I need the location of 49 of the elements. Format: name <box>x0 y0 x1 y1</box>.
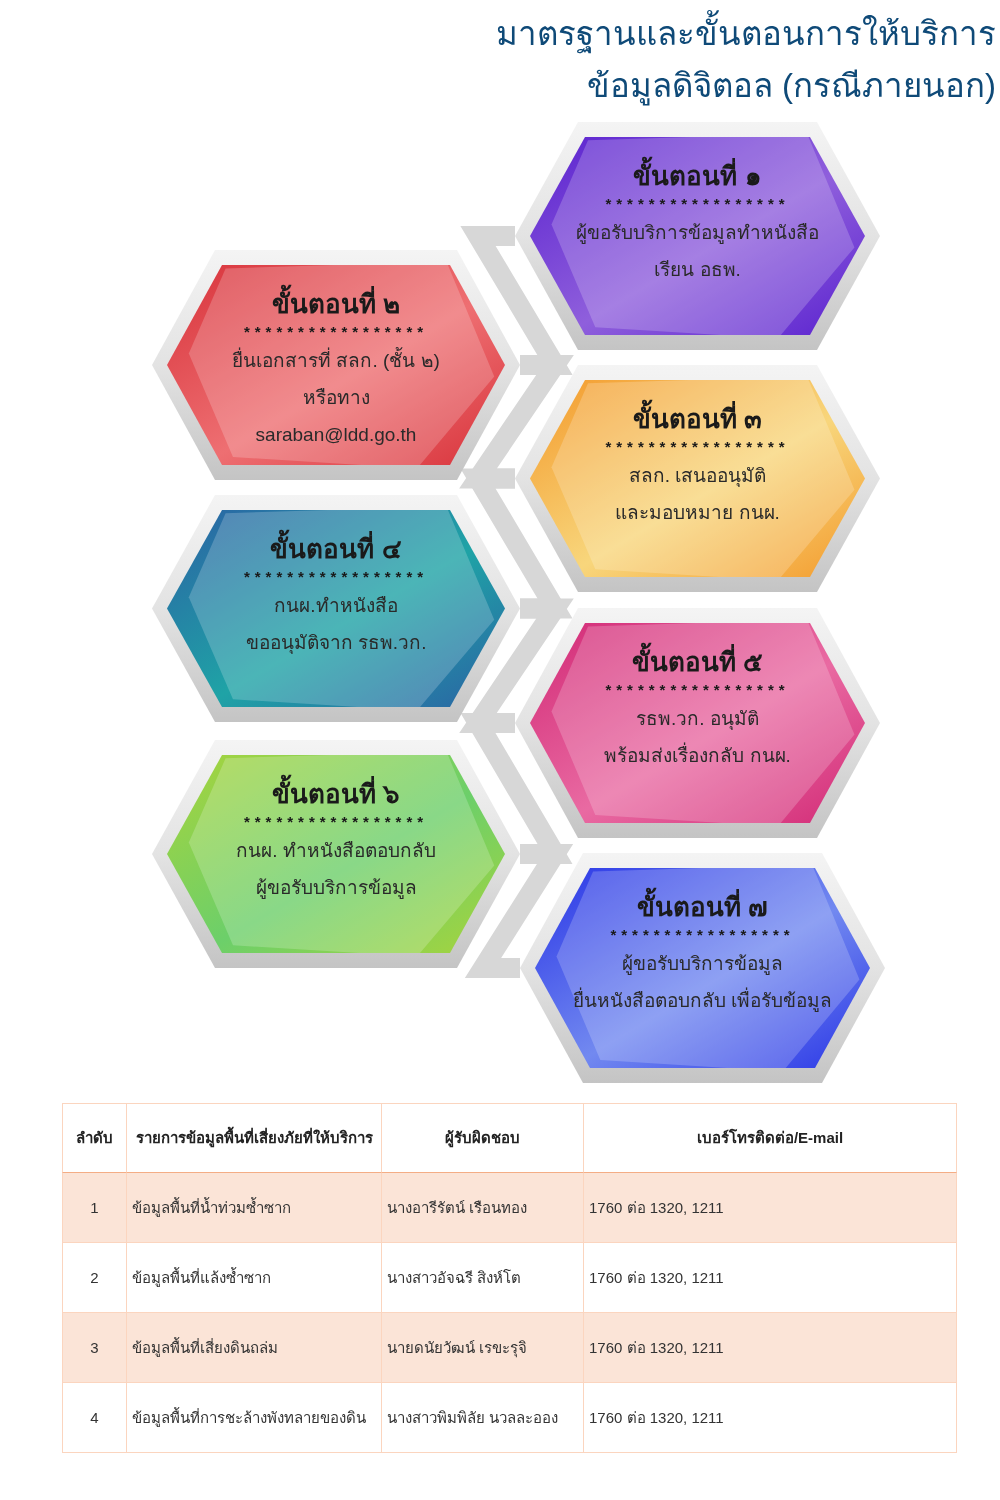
table-cell: นายดนัยวัฒน์ เรขะรุจิ <box>382 1313 584 1383</box>
table-cell: นางสาวพิมพิลัย นวลละออง <box>382 1383 584 1453</box>
step-hexagon <box>515 365 880 592</box>
step-heading: ขั้นตอนที่ ๓ <box>632 401 763 437</box>
asterisk-divider: ***************** <box>605 680 790 700</box>
table-cell: ข้อมูลพื้นที่การชะล้างพังทลายของดิน <box>127 1383 382 1453</box>
step-description: รธพ.วก. อนุมัติ พร้อมส่งเรื่องกลับ กนผ. <box>603 707 792 768</box>
table-cell: ข้อมูลพื้นที่น้ำท่วมซ้ำซาก <box>127 1173 382 1243</box>
step-description: กนผ. ทำหนังสือตอบกลับ ผู้ขอรับบริการข้อมูล <box>235 839 437 901</box>
step-description: ผู้ขอรับบริการข้อมูลทำหนังสือ เรียน อธพ. <box>575 221 820 282</box>
connector-ribbon <box>460 713 573 864</box>
step-description: ยื่นเอกสารที่ สลก. (ชั้น ๒) หรือทาง saraban@ldd.go.th <box>226 342 446 453</box>
connector-ribbon <box>460 468 573 619</box>
step-description: กนผ.ทำหนังสือ ขออนุมัติจาก รธพ.วก. <box>244 594 428 656</box>
asterisk-divider: ***************** <box>605 194 790 214</box>
table-cell: 3 <box>62 1313 127 1383</box>
step-heading: ขั้นตอนที่ ๑ <box>633 158 762 194</box>
step-hexagon <box>520 853 885 1083</box>
step-heading: ขั้นตอนที่ ๒ <box>271 286 401 322</box>
asterisk-divider: ***************** <box>243 812 429 832</box>
step-heading: ขั้นตอนที่ ๗ <box>636 889 769 925</box>
asterisk-divider: ***************** <box>243 567 429 587</box>
diagram-title: มาตรฐานและขั้นตอนการให้บริการ ข้อมูลดิจิตอล (กรณีภายนอก) <box>436 8 996 112</box>
column-header: เบอร์โทรติดต่อ/E-mail <box>584 1103 957 1173</box>
asterisk-divider: ***************** <box>605 437 790 457</box>
step-hexagon <box>515 608 880 838</box>
step-hexagon <box>515 122 880 350</box>
step-hexagon <box>152 250 520 480</box>
table-cell: 4 <box>62 1383 127 1453</box>
step-hexagon <box>152 740 520 968</box>
step-heading: ขั้นตอนที่ ๔ <box>270 531 402 567</box>
connector-ribbon <box>460 226 573 375</box>
connector-ribbon <box>464 844 574 978</box>
step-description: สลก. เสนออนุมัติ และมอบหมาย กนผ. <box>614 464 781 525</box>
table-cell: ข้อมูลพื้นที่เสี่ยงดินถล่ม <box>127 1313 382 1383</box>
table-cell: 1760 ต่อ 1320, 1211 <box>584 1173 957 1243</box>
table-cell: นางอารีรัตน์ เรือนทอง <box>382 1173 584 1243</box>
connector-ribbon <box>459 355 574 489</box>
step-description: ผู้ขอรับบริการข้อมูล ยื่นหนังสือตอบกลับ เพื่อรับข้อมูล <box>571 952 834 1014</box>
asterisk-divider: ***************** <box>610 925 795 945</box>
table-cell: 1760 ต่อ 1320, 1211 <box>584 1383 957 1453</box>
column-header: ลำดับ <box>62 1103 127 1173</box>
table-cell: 1760 ต่อ 1320, 1211 <box>584 1313 957 1383</box>
step-hexagon <box>152 495 520 722</box>
table-cell: 1 <box>62 1173 127 1243</box>
asterisk-divider: ***************** <box>243 322 429 342</box>
step-heading: ขั้นตอนที่ ๕ <box>631 644 764 680</box>
connector-ribbon <box>459 598 574 733</box>
step-heading: ขั้นตอนที่ ๖ <box>271 776 401 812</box>
